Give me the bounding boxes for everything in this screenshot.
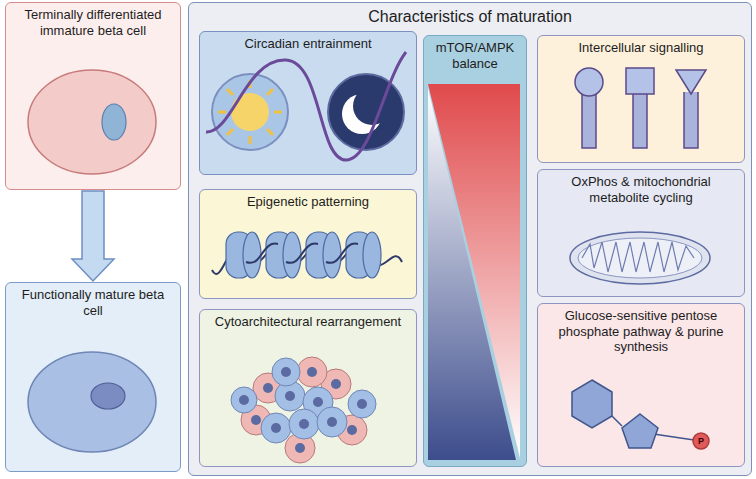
- box-title: Characteristics of maturation: [189, 3, 751, 26]
- box-title: Functionally mature beta cell: [6, 283, 180, 318]
- feature-box: Cytoarchitectural rearrangement: [199, 309, 417, 467]
- box-title: mTOR/AMPK balance: [424, 36, 526, 71]
- feature-box: OxPhos & mitochondrial metabolite cyclin…: [537, 169, 745, 297]
- feature-box: Intercellular signalling: [537, 35, 745, 163]
- box-title: OxPhos & mitochondrial metabolite cyclin…: [538, 170, 744, 205]
- box-title: Cytoarchitectural rearrangement: [200, 310, 416, 330]
- box-title: Intercellular signalling: [538, 36, 744, 56]
- characteristics-panel: Characteristics of maturationCircadian e…: [188, 2, 752, 476]
- box-title: Terminally differentiated immature beta …: [6, 3, 180, 38]
- box-title: Epigenetic patterning: [200, 190, 416, 210]
- block-arrow: [72, 191, 114, 281]
- feature-box: Circadian entrainment: [199, 31, 417, 175]
- phosphate-label: P: [694, 434, 708, 448]
- box-title: Glucose-sensitive pentose phosphate path…: [538, 304, 744, 355]
- box-title: Circadian entrainment: [200, 32, 416, 52]
- feature-box: Epigenetic patterning: [199, 189, 417, 299]
- immature-cell-box: Terminally differentiated immature beta …: [5, 2, 181, 190]
- balance-bar: mTOR/AMPK balance: [423, 35, 527, 467]
- feature-box: Glucose-sensitive pentose phosphate path…: [537, 303, 745, 467]
- mature-cell-box: Functionally mature beta cell: [5, 282, 181, 472]
